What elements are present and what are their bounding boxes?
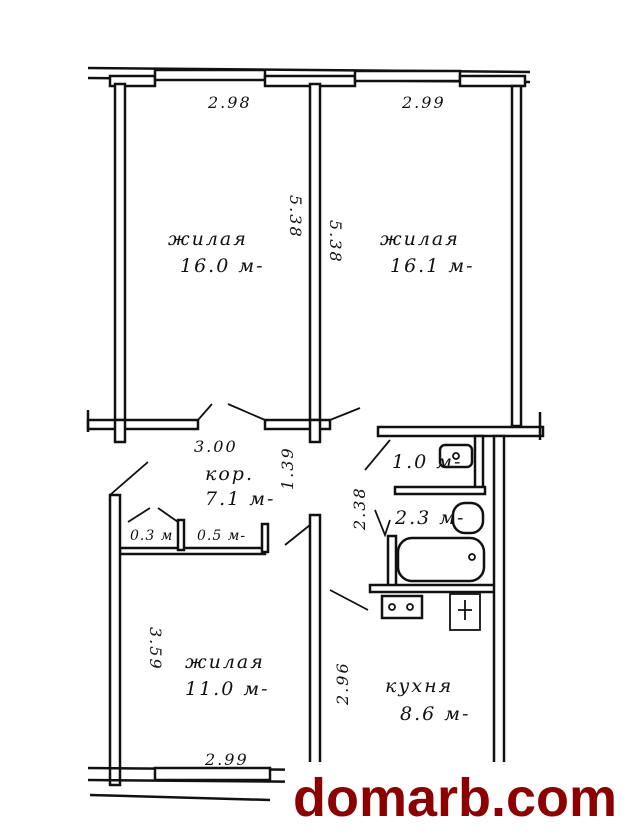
room-area: 8.6 м-: [400, 703, 470, 725]
room-name: жилая: [185, 651, 265, 673]
closet-area: 0.5 м-: [197, 528, 246, 544]
toilet-area: 1.0 м-: [392, 451, 462, 473]
door-swing: [329, 589, 369, 611]
watermark-background: [285, 762, 630, 839]
sink-icon: [451, 501, 485, 535]
dimension: 3.59: [146, 627, 165, 671]
bath-area: 2.3 м-: [394, 507, 465, 529]
right-wall-upper: [510, 84, 523, 428]
room-name: жилая: [380, 228, 460, 250]
middle-wall-lower: [308, 513, 322, 767]
stove-icon: [380, 594, 424, 620]
middle-wall-upper: [308, 82, 322, 426]
room-name: кухня: [385, 675, 453, 697]
door-swing: [127, 507, 179, 523]
toilet-icon: [438, 443, 474, 469]
door-swing: [227, 403, 266, 421]
room-name: кор.: [205, 463, 254, 485]
sink-kitchen-icon: [449, 593, 481, 631]
window: [353, 69, 462, 83]
dimension: 1.39: [278, 446, 297, 490]
dimension: 2.38: [350, 486, 369, 531]
top-exterior-wall: [87, 66, 531, 88]
room-area: 16.1 м-: [390, 255, 475, 277]
room-area: 16.0 м-: [180, 255, 265, 277]
room-area: 11.0 м-: [185, 678, 270, 700]
partition-upper: [86, 403, 545, 444]
door-swing: [284, 524, 311, 546]
window: [153, 766, 272, 782]
bathroom-block: [329, 434, 497, 631]
door-swing: [197, 403, 213, 421]
closet-area: 0.3 м: [130, 528, 173, 544]
room-area: 7.1 м-: [205, 488, 275, 510]
dimension: 2.99: [204, 750, 249, 769]
dimension: 2.99: [401, 93, 446, 112]
watermark: domarb.com: [293, 768, 617, 828]
door-swing: [364, 439, 391, 471]
door-swing: [329, 407, 361, 421]
bathtub-icon: [396, 536, 486, 583]
dimension: 3.00: [194, 437, 238, 456]
door-swing: [109, 461, 149, 496]
dimension: 2.98: [207, 93, 252, 112]
left-wall-upper: [113, 82, 127, 426]
dimension: 5.38: [286, 195, 305, 239]
room-name: жилая: [168, 228, 248, 250]
left-wall-lower: [108, 493, 122, 787]
door-swing: [374, 509, 391, 538]
right-wall-lower: [492, 434, 506, 768]
window: [153, 68, 267, 82]
dimension: 5.38: [326, 220, 345, 264]
dimension: 2.96: [333, 661, 352, 706]
